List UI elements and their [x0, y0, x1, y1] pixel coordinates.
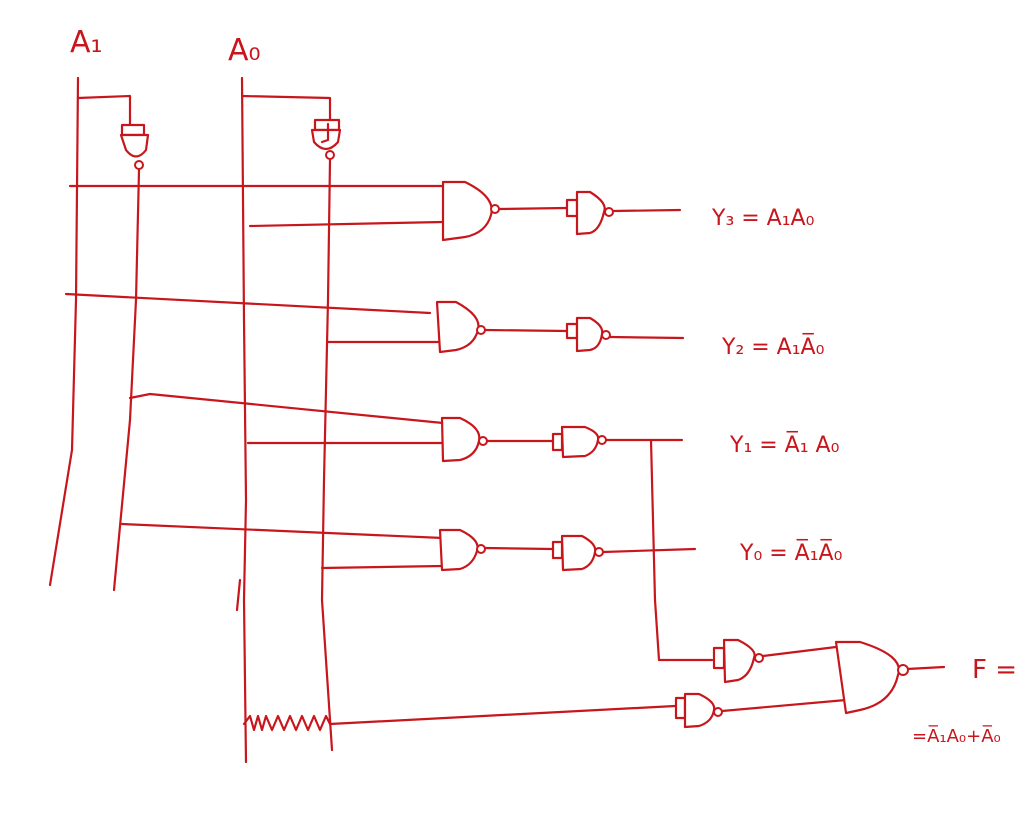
rail-a1-complement	[112, 168, 141, 592]
inverter-a0	[240, 94, 342, 160]
rail-a1	[48, 76, 80, 587]
label-y0: Y₀ = A̅₁A̅₀	[739, 539, 843, 566]
inverter-a1	[76, 94, 150, 170]
nand-gate-f	[834, 640, 909, 715]
inverter-f-lower	[674, 692, 723, 729]
label-a1: A₁	[70, 25, 103, 60]
nand-gate-y2	[435, 300, 486, 354]
input-wires	[64, 184, 445, 570]
nand-gate-y3	[441, 180, 500, 242]
stage-wires	[483, 206, 568, 551]
rail-a0-tick	[235, 578, 242, 612]
label-y2: Y₂ = A₁A̅₀	[721, 333, 825, 360]
label-y1: Y₁ = A̅₁ A₀	[729, 431, 840, 458]
final-wires	[328, 645, 946, 726]
rail-a0	[240, 76, 248, 764]
label-a0: A₀	[228, 33, 261, 68]
input-rails	[48, 76, 334, 764]
label-f-expression: =A̅₁A₀+A̅₀	[912, 725, 1001, 747]
inverter-y0	[551, 534, 604, 572]
nand-gate-y1	[440, 416, 488, 463]
output-wires	[601, 208, 714, 662]
rail-a0-complement	[320, 158, 334, 752]
nand-gate-y0	[438, 528, 486, 572]
inverter-y1	[551, 425, 607, 459]
label-y3: Y₃ = A₁A₀	[711, 206, 815, 231]
resistor-symbol	[242, 714, 332, 732]
inverter-f-upper	[712, 638, 764, 684]
label-f: F =	[972, 655, 1017, 685]
inverter-y2	[565, 316, 611, 353]
inverter-y3	[565, 190, 614, 236]
